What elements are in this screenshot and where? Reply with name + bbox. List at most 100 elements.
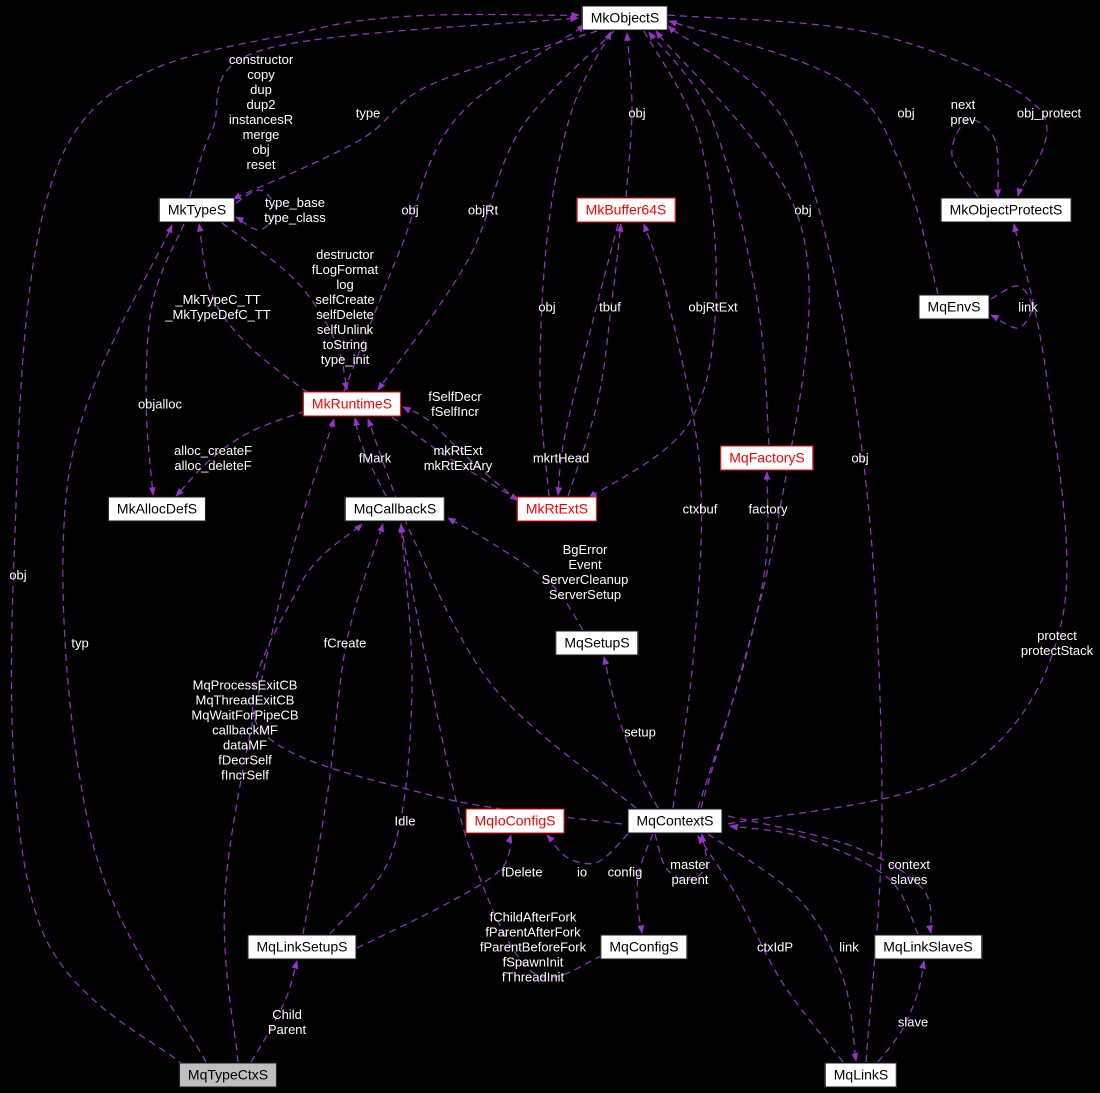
edge-label-line: ServerCleanup xyxy=(541,572,629,587)
edge-label-line: MqWaitForPipeCB xyxy=(191,707,299,723)
edge-MqContextS-to-MkRuntimeS xyxy=(367,418,637,809)
edge-label-objRt: objRt xyxy=(468,203,498,218)
edge-label-line: MqProcessExitCB xyxy=(192,677,298,693)
node-MkAllocDefS[interactable]: MkAllocDefS xyxy=(107,496,207,522)
edge-label-fMark: fMark xyxy=(359,451,392,466)
edge-label-line: obj xyxy=(9,567,27,583)
edge-label-line: typ xyxy=(71,635,89,651)
edge-label-line: link xyxy=(839,939,859,955)
edge-label-ctxIdP: ctxIdP xyxy=(757,940,793,955)
edge-MqTypeCtxS-to-MkObjectS xyxy=(10,12,580,1067)
node-MqFactoryS[interactable]: MqFactoryS xyxy=(720,445,814,471)
edge-MkTypeS-to-MkAllocDefS xyxy=(145,223,185,496)
edge-label-line: obj xyxy=(628,105,646,121)
edge-MkObjectS-to-MkRtExtS xyxy=(588,30,717,499)
edge-MqContextS-to-MqIoConfigS xyxy=(546,833,629,865)
node-MqLinkS[interactable]: MqLinkS xyxy=(824,1062,898,1088)
edge-label-obj_protect: obj_protect xyxy=(1017,106,1081,121)
edge-label-line: fChildAfterFork xyxy=(489,909,577,925)
edge-label-line: obj xyxy=(401,202,419,218)
node-MqConfigS[interactable]: MqConfigS xyxy=(600,934,688,960)
edge-label-line: fDecrSelf xyxy=(218,752,272,768)
node-MkRuntimeS[interactable]: MkRuntimeS xyxy=(302,391,402,417)
edge-MqContextS-to-MqLinkSlaveS xyxy=(727,815,933,934)
node-MqLinkSlaveS[interactable]: MqLinkSlaveS xyxy=(874,934,982,960)
edge-label-line: protect xyxy=(1037,628,1077,643)
edge-MqEnvS-to-MkObjectS xyxy=(668,20,939,295)
edge-label-objRtExt: objRtExt xyxy=(688,300,737,315)
edge-label-Idle: Idle xyxy=(395,814,416,829)
edge-MqContextS-to-MkObjectProtectS xyxy=(727,223,1068,825)
node-MkBuffer64S[interactable]: MkBuffer64S xyxy=(576,197,676,223)
edge-MqLinkS-to-MqLinkSlaveS xyxy=(877,960,926,1063)
edge-MqLinkS-to-MkObjectS xyxy=(667,25,883,1063)
edge-MkRuntimeS-to-MkRtExtS xyxy=(391,416,519,501)
edge-label-line: alloc_createF xyxy=(173,443,253,458)
edge-label-line: context xyxy=(888,857,930,872)
node-MqContextS[interactable]: MqContextS xyxy=(627,808,723,834)
edge-MqContextS-to-MqFactoryS xyxy=(697,471,771,809)
edge-MqTypeCtxS-to-MqLinkSetupS xyxy=(250,960,299,1063)
edge-label-line: type_base xyxy=(264,195,325,210)
edge-label-line: selfUnlink xyxy=(316,322,374,337)
edge-label-obj: obj xyxy=(628,106,645,121)
node-MqIoConfigS[interactable]: MqIoConfigS xyxy=(465,808,565,834)
edge-label-line: ctxbuf xyxy=(682,501,718,517)
edge-MqContextS-to-MqConfigS xyxy=(636,833,654,934)
node-MkObjectS[interactable]: MkObjectS xyxy=(581,5,669,31)
edge-MkTypeS-to-MkTypeS xyxy=(235,189,277,231)
edge-label-line: BgError xyxy=(562,542,608,557)
edge-label-line: master xyxy=(670,857,710,872)
edge-label-line: type_init xyxy=(320,352,370,367)
edge-label-line: reset xyxy=(246,157,276,172)
edge-label-line: dup2 xyxy=(246,97,276,112)
node-MqSetupS[interactable]: MqSetupS xyxy=(555,630,639,656)
node-MkRtExtS[interactable]: MkRtExtS xyxy=(516,496,598,522)
edge-label-typ: typ xyxy=(71,636,88,651)
edge-label-line: fThreadInit xyxy=(501,969,565,985)
edge-MkRuntimeS-to-MkAllocDefS xyxy=(175,410,306,497)
edge-MkRuntimeS-to-MkTypeS xyxy=(197,223,309,394)
edge-label-line: setup xyxy=(624,724,656,740)
node-MkTypeS[interactable]: MkTypeS xyxy=(158,197,236,223)
edge-label-line: fLogFormat xyxy=(311,262,379,277)
edge-label-ctxbuf: ctxbuf xyxy=(683,502,718,517)
edge-label-obj: obj xyxy=(897,106,914,121)
edge-label-line: fSelfIncr xyxy=(431,404,479,419)
edge-label-line: Child xyxy=(272,1007,302,1022)
edge-label-line: alloc_deleteF xyxy=(174,458,252,473)
edge-label-line: fParentAfterFork xyxy=(485,924,581,940)
node-MkObjectProtectS[interactable]: MkObjectProtectS xyxy=(940,197,1072,223)
edge-label-line: fSelfDecr xyxy=(428,389,482,404)
edge-MqContextS-to-MkBuffer64S xyxy=(643,223,703,809)
edge-label-line: protectStack xyxy=(1020,643,1094,658)
edge-label-line: obj xyxy=(794,202,812,218)
edge-MkBuffer64S-to-MkObjectS xyxy=(624,32,633,198)
node-MqTypeCtxS: MqTypeCtxS xyxy=(178,1062,278,1088)
node-MqLinkSetupS[interactable]: MqLinkSetupS xyxy=(247,934,357,960)
edge-MqLinkS-to-MqContextS xyxy=(697,835,844,1063)
edge-MkRtExtS-to-MkObjectS xyxy=(539,31,612,497)
edge-label-line: objRt xyxy=(467,202,499,218)
edge-label-type: type xyxy=(356,106,381,121)
edge-MqContextS-to-MqSetupS xyxy=(602,656,659,809)
edge-label-line: log xyxy=(336,277,354,292)
edge-MkBuffer64S-to-MkRtExtS xyxy=(555,223,619,496)
edge-label-obj: obj xyxy=(851,451,868,466)
edge-label-line: obj xyxy=(851,450,869,466)
edge-label-line: config xyxy=(607,864,643,880)
edge-label-line: mkrtHead xyxy=(532,450,590,466)
edge-MqLinkSlaveS-to-MqContextS xyxy=(729,823,919,935)
edge-MqLinkSetupS-to-MqIoConfigS xyxy=(356,834,513,949)
node-MqEnvS[interactable]: MqEnvS xyxy=(918,294,990,320)
node-MqCallbackS[interactable]: MqCallbackS xyxy=(344,496,446,522)
